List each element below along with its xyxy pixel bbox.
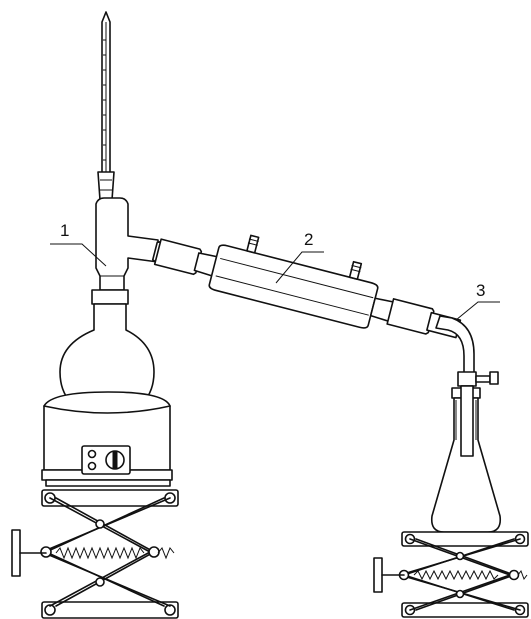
- thermometer-scale: [103, 39, 106, 161]
- thermometer-stopper: [97, 171, 115, 201]
- mantle-control-panel: [81, 445, 131, 475]
- condenser-joint-right: [386, 298, 435, 335]
- indicator-light-icon: [87, 449, 97, 459]
- vent-arm: [475, 375, 491, 383]
- distilling-flask: [59, 289, 155, 397]
- water-outlet-nozzle: [246, 234, 260, 254]
- receiving-flask: [430, 385, 502, 533]
- water-inlet-nozzle: [348, 260, 363, 281]
- label-2-group: 2: [275, 230, 324, 284]
- indicator-light-icon: [87, 461, 97, 471]
- leader-line-3: [455, 301, 500, 321]
- jack-crank-handle: [11, 529, 21, 577]
- heating-mantle: [41, 391, 173, 487]
- leader-line-1: [50, 243, 107, 267]
- label-2: 2: [304, 230, 313, 249]
- label-3-group: 3: [455, 281, 500, 321]
- label-1: 1: [60, 221, 69, 240]
- leader-line-2: [275, 251, 324, 284]
- jack-screw: [55, 546, 145, 560]
- label-1-group: 1: [50, 221, 107, 267]
- label-3: 3: [476, 281, 485, 300]
- condenser-joint-left: [153, 238, 203, 276]
- adapter-joint: [457, 371, 477, 387]
- adapter-stem-inside: [460, 385, 474, 457]
- jack-crank-handle: [373, 557, 383, 593]
- lab-jack-left: [11, 489, 179, 619]
- lab-jack-right: [373, 531, 529, 618]
- jack-screw: [413, 569, 499, 581]
- still-head: [95, 197, 159, 291]
- condenser: [208, 244, 379, 329]
- condenser-assembly: [151, 234, 462, 339]
